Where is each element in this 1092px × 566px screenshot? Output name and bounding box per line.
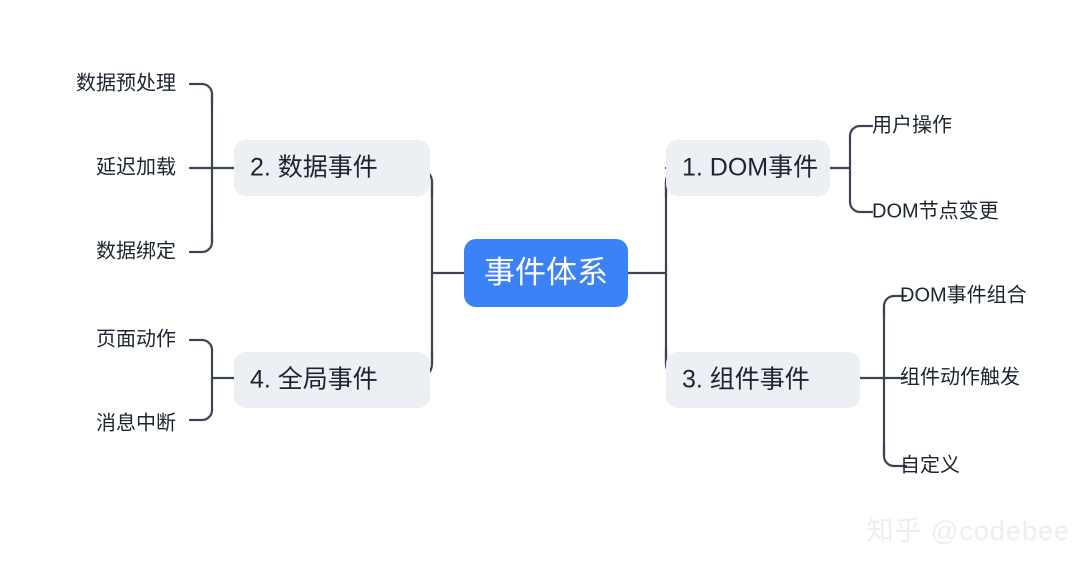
node-component-events-label: 3. 组件事件	[682, 366, 810, 394]
leaf-page-action: 页面动作	[96, 327, 176, 350]
connector-global-leaf-2	[188, 408, 214, 422]
leaf-custom: 自定义	[900, 453, 960, 476]
connector-dom-leaf-1	[848, 124, 874, 138]
node-global-events-label: 4. 全局事件	[250, 366, 378, 394]
connector-data-leaf-3	[188, 230, 214, 254]
leaf-data-preprocessing: 数据预处理	[76, 71, 176, 94]
connector-global-leaf-1	[188, 338, 214, 352]
node-data-events[interactable]: 2. 数据事件	[234, 140, 430, 196]
connector-data-leaf-1	[188, 82, 214, 106]
connector-component-leaf-1	[882, 294, 908, 318]
node-data-events-label: 2. 数据事件	[250, 154, 378, 182]
connector-dom-leaf-2	[848, 200, 874, 214]
node-dom-events-box[interactable]	[666, 140, 830, 196]
leaf-component-action-trigger: 组件动作触发	[900, 365, 1020, 388]
leaf-lazy-loading: 延迟加载	[96, 155, 176, 178]
node-dom-events-label: 1. DOM事件	[682, 154, 818, 182]
watermark: 知乎 @codebee	[866, 516, 1070, 546]
leaf-user-action: 用户操作	[872, 113, 952, 136]
node-root-label: 事件体系	[484, 255, 608, 290]
node-global-events[interactable]: 4. 全局事件	[234, 352, 430, 408]
node-component-events-box[interactable]	[666, 352, 860, 408]
leaf-message-interrupt: 消息中断	[96, 411, 176, 434]
node-root-box[interactable]	[464, 239, 628, 307]
leaf-dom-node-change: DOM节点变更	[872, 199, 999, 222]
node-dom-events[interactable]: 1. DOM事件	[666, 140, 830, 196]
node-data-events-box[interactable]	[234, 140, 430, 196]
node-global-events-box[interactable]	[234, 352, 430, 408]
node-root[interactable]: 事件体系	[464, 239, 628, 307]
node-component-events[interactable]: 3. 组件事件	[666, 352, 860, 408]
leaf-data-binding: 数据绑定	[96, 239, 176, 262]
leaf-dom-event-composition: DOM事件组合	[900, 283, 1027, 306]
connector-component-leaf-3	[882, 444, 908, 468]
connector-layer	[188, 82, 908, 468]
